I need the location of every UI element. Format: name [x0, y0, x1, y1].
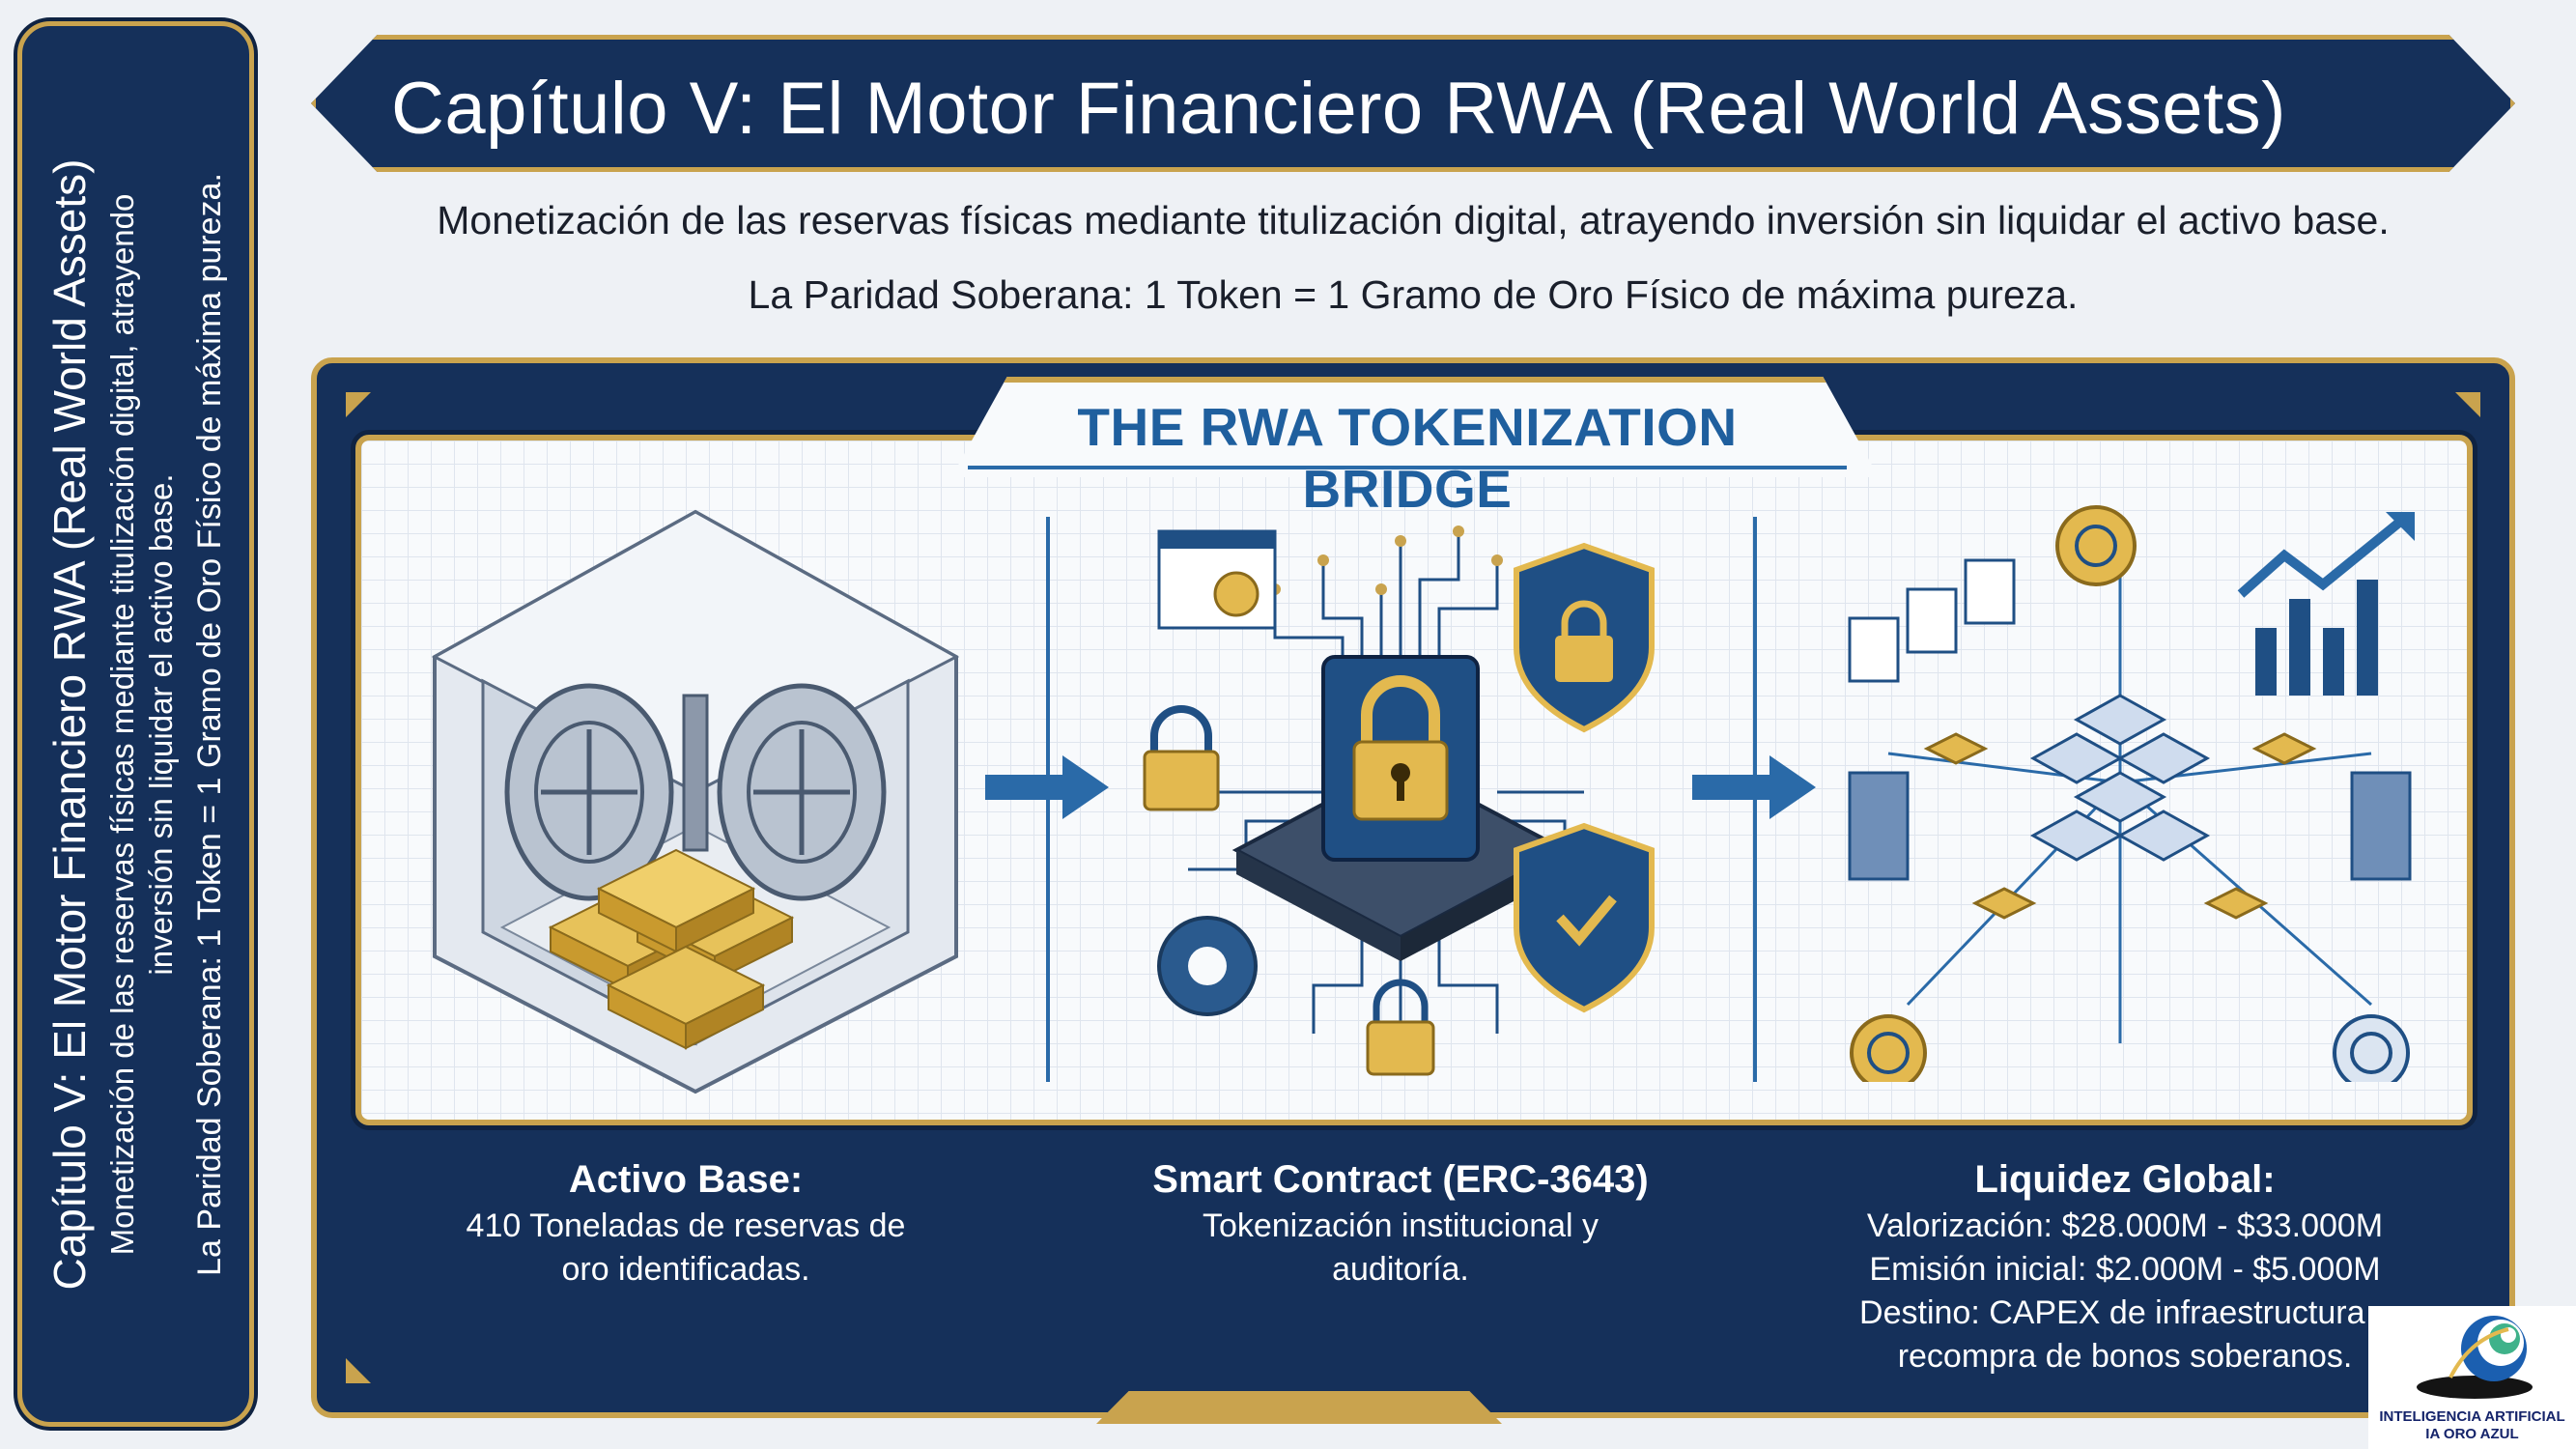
- side-panel: Capítulo V: El Motor Financiero RWA (Rea…: [17, 21, 254, 1427]
- column-caption-liquidez: Liquidez Global: Valorización: $28.000M …: [1830, 1154, 2420, 1378]
- side-panel-subtitle: Monetización de las reservas físicas med…: [103, 193, 179, 1255]
- caption-line: Destino: CAPEX de infraestructura y: [1859, 1294, 2391, 1331]
- bridge-title: THE RWA TOKENIZATION BRIDGE: [1077, 397, 1738, 519]
- caption-line: auditoría.: [1332, 1251, 1469, 1288]
- side-panel-title: Capítulo V: El Motor Financiero RWA (Rea…: [43, 158, 95, 1290]
- corner-ornament: [346, 392, 371, 417]
- header-banner: Capítulo V: El Motor Financiero RWA (Rea…: [311, 35, 2515, 172]
- brand-logo: INTELIGENCIA ARTIFICIAL IA ORO AZUL: [2368, 1306, 2576, 1449]
- blockchain-network-icon: [1848, 505, 2415, 1082]
- caption-title: Activo Base:: [568, 1158, 804, 1201]
- page-subtitle: Monetización de las reservas físicas med…: [437, 198, 2390, 242]
- corner-ornament: [346, 1358, 371, 1383]
- logo-swirl-icon: [2417, 1316, 2533, 1399]
- caption-title: Liquidez Global:: [1974, 1158, 2276, 1201]
- bridge-title-underline: [968, 466, 1847, 469]
- caption-line: Tokenización institucional y: [1202, 1208, 1599, 1244]
- bottom-tab-ornament: [1096, 1391, 1502, 1424]
- column-divider: [1046, 517, 1050, 1082]
- column-caption-activo: Activo Base: 410 Toneladas de reservas d…: [396, 1154, 976, 1292]
- caption-title: Smart Contract (ERC-3643): [1152, 1158, 1649, 1201]
- logo-line-2: IA ORO AZUL: [2425, 1426, 2519, 1442]
- gold-vault-icon: [431, 509, 960, 1094]
- caption-line: Emisión inicial: $2.000M - $5.000M: [1869, 1251, 2381, 1288]
- column-caption-smart-contract: Smart Contract (ERC-3643) Tokenización i…: [1111, 1154, 1690, 1292]
- caption-line: oro identificadas.: [561, 1251, 810, 1288]
- smart-contract-chip-icon: [1143, 526, 1655, 1076]
- column-divider: [1753, 517, 1757, 1082]
- corner-ornament: [2455, 392, 2480, 417]
- caption-line: 410 Toneladas de reservas de: [466, 1208, 906, 1244]
- side-panel-text: Capítulo V: El Motor Financiero RWA (Rea…: [20, 53, 252, 1396]
- logo-line-1: INTELIGENCIA ARTIFICIAL: [2379, 1408, 2565, 1425]
- parity-statement: La Paridad Soberana: 1 Token = 1 Gramo d…: [748, 272, 2079, 317]
- caption-line: recompra de bonos soberanos.: [1897, 1338, 2353, 1375]
- title-tab: [951, 377, 1879, 477]
- page-title: Capítulo V: El Motor Financiero RWA (Rea…: [391, 68, 2286, 150]
- side-panel-parity: La Paridad Soberana: 1 Token = 1 Gramo d…: [190, 172, 228, 1276]
- caption-line: Valorización: $28.000M - $33.000M: [1866, 1208, 2384, 1244]
